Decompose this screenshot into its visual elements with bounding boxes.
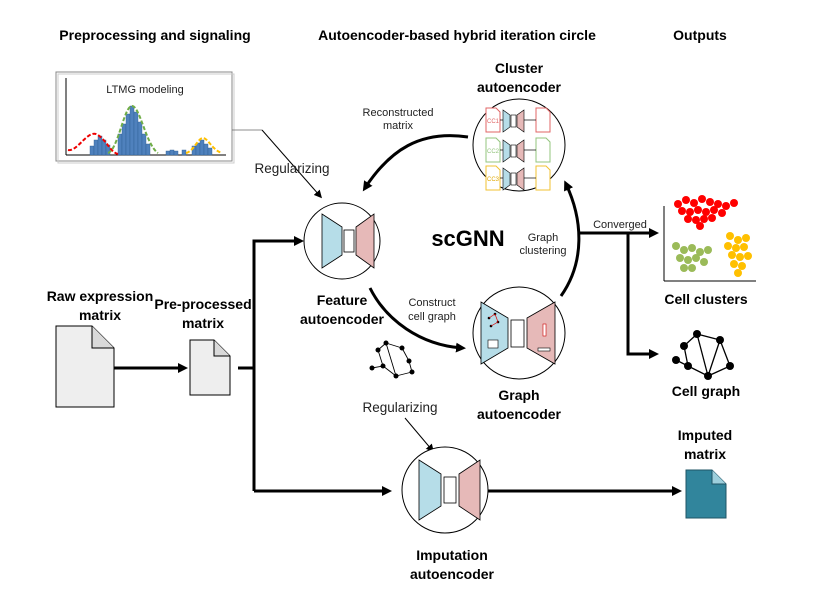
- graph-label-1: Graph: [498, 387, 539, 403]
- regularizing-top-label: Regularizing: [254, 161, 329, 176]
- cc1-tag: CC1: [487, 119, 500, 125]
- raw-matrix-label-1: Raw expression: [47, 288, 154, 304]
- header-iteration: Autoencoder-based hybrid iteration circl…: [318, 27, 596, 43]
- feature-to-graph-arrow: [368, 287, 466, 353]
- raw-matrix-label-2: matrix: [79, 307, 121, 323]
- imputation-label-1: Imputation: [416, 547, 488, 563]
- converged-label: Converged: [593, 219, 647, 231]
- pre-matrix-doc-icon: [189, 339, 231, 396]
- cell-graph-label: Cell graph: [672, 383, 740, 399]
- construct-label-2: cell graph: [408, 311, 456, 323]
- reconstructed-label-2: matrix: [383, 120, 413, 132]
- graph-clustering-label-2: clustering: [519, 245, 566, 257]
- cluster-autoencoder-icon: CC1 CC2 CC3: [472, 98, 566, 192]
- feature-label-2: autoencoder: [300, 311, 385, 327]
- construct-label-1: Construct: [408, 297, 455, 309]
- graph-clustering-label-1: Graph: [528, 232, 559, 244]
- regularizing-mid-label: Regularizing: [362, 400, 437, 415]
- cc3-tag: CC3: [487, 177, 500, 183]
- feature-label-1: Feature: [317, 292, 368, 308]
- ltmg-title: LTMG modeling: [106, 84, 183, 96]
- pre-to-branches-arrows: [238, 236, 392, 496]
- imputed-matrix-doc-icon: [685, 469, 727, 519]
- imputation-label-2: autoencoder: [410, 566, 495, 582]
- scgnn-title: scGNN: [431, 226, 504, 251]
- graph-to-cluster-arrow: [559, 180, 581, 297]
- pre-matrix-label-2: matrix: [182, 315, 224, 331]
- cell-clusters-label: Cell clusters: [664, 291, 747, 307]
- pre-matrix-label-1: Pre-processed: [154, 296, 251, 312]
- imputation-autoencoder-icon: [401, 446, 489, 534]
- small-cell-graph-icon: [369, 340, 415, 379]
- regularize-arrow-mid: [404, 417, 434, 453]
- cluster-label-1: Cluster: [495, 60, 544, 76]
- regularize-arrow-top: [261, 129, 322, 199]
- cluster-to-feature-arrow: [362, 134, 469, 192]
- cell-clusters-plot: [663, 195, 756, 282]
- reconstructed-label-1: Reconstructed: [363, 107, 434, 119]
- feature-autoencoder-icon: [303, 202, 381, 280]
- header-preprocessing: Preprocessing and signaling: [59, 27, 250, 43]
- cell-graph-icon: [672, 330, 734, 380]
- imputed-label-2: matrix: [684, 446, 726, 462]
- cc2-tag: CC2: [487, 149, 500, 155]
- ltmg-plot: LTMG modeling: [55, 71, 235, 164]
- cluster-label-2: autoencoder: [477, 79, 562, 95]
- graph-autoencoder-icon: [472, 286, 566, 380]
- raw-matrix-doc-icon: [55, 325, 115, 408]
- converged-arrows: [580, 228, 659, 359]
- imputed-label-1: Imputed: [678, 427, 732, 443]
- header-outputs: Outputs: [673, 27, 727, 43]
- graph-label-2: autoencoder: [477, 406, 562, 422]
